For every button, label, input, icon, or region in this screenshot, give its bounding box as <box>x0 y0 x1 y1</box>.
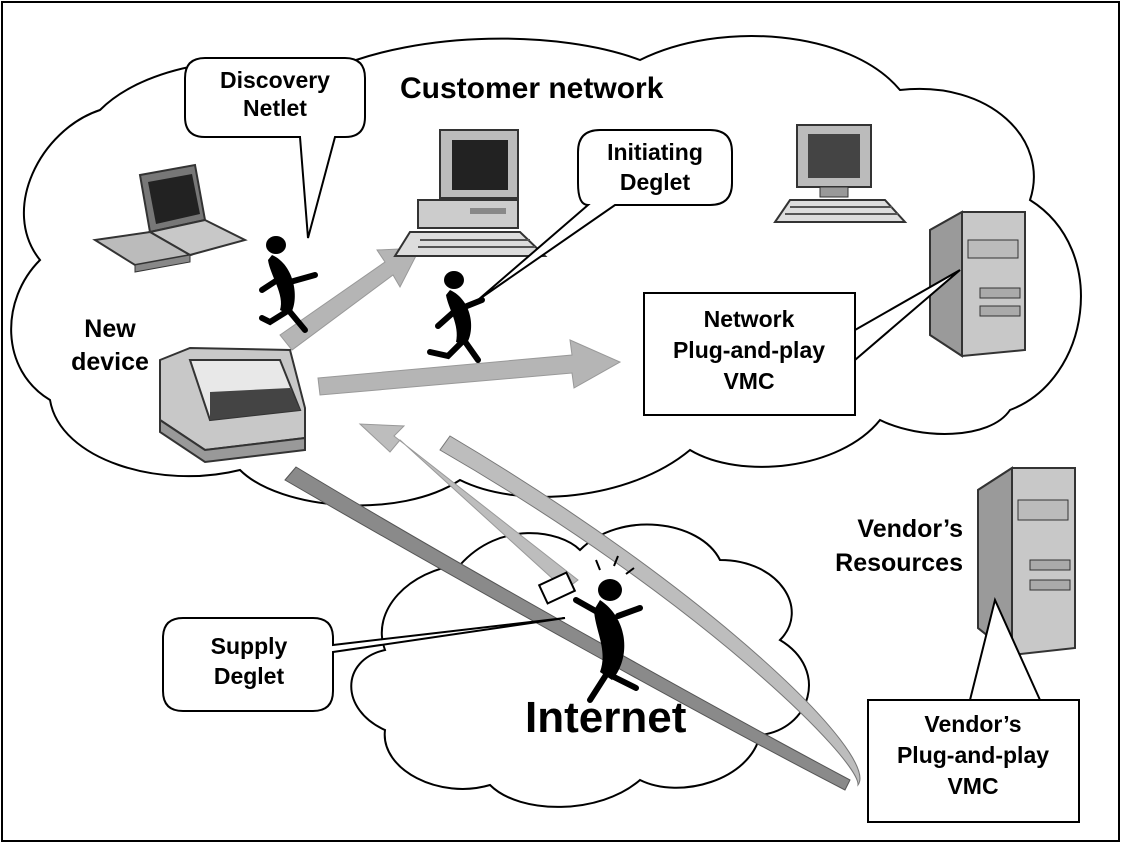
vendor-server-tower-icon <box>977 466 1076 658</box>
internet-loop-band <box>284 466 851 791</box>
new-device-printer-icon <box>159 346 306 464</box>
network-vmc-label-line3: VMC <box>723 368 774 394</box>
desktop-pc-right-icon <box>773 124 908 223</box>
initiating-deglet-label-line1: Initiating <box>607 139 703 165</box>
discovery-netlet-runner-icon <box>259 236 318 333</box>
new-device-label-line1: New <box>84 315 136 343</box>
desktop-pc-icon <box>393 129 548 257</box>
supply-deglet-label-line2: Deglet <box>214 663 285 689</box>
arrow-to-pc <box>279 247 421 351</box>
internet-loop-band-return <box>439 435 861 787</box>
initiating-deglet-runner-icon <box>427 271 485 363</box>
server-tower-icon <box>929 210 1026 358</box>
vendor-vmc-label-line2: Plug-and-play <box>897 742 1049 768</box>
initiating-deglet-label-line2: Deglet <box>620 169 691 195</box>
vendor-vmc-pointer <box>969 596 1041 701</box>
vendor-resources-label-line2: Resources <box>835 549 963 577</box>
supply-deglet-runner-icon <box>537 555 643 703</box>
network-vmc-label-line2: Plug-and-play <box>673 337 825 363</box>
vendor-vmc-label-line3: VMC <box>947 773 998 799</box>
new-device-label-line2: device <box>71 348 149 376</box>
internet-cloud <box>350 523 810 808</box>
customer-network-title: Customer network <box>400 72 664 105</box>
vendor-resources-label-line1: Vendor’s <box>857 515 963 543</box>
vendor-vmc-box <box>867 699 1080 823</box>
discovery-netlet-label-line2: Netlet <box>243 95 307 121</box>
discovery-netlet-label-line1: Discovery <box>220 67 330 93</box>
arrow-to-new-device <box>358 423 579 591</box>
network-vmc-label-line1: Network <box>704 306 795 332</box>
network-vmc-pointer <box>854 269 961 361</box>
supply-deglet-label-line1: Supply <box>211 633 288 659</box>
network-vmc-box <box>643 292 856 416</box>
supply-deglet-callout-bubble <box>162 617 566 712</box>
arrow-to-network-vmc <box>317 339 622 396</box>
vendor-vmc-label-line1: Vendor’s <box>924 711 1021 737</box>
laptop-icon <box>92 163 248 273</box>
internet-label: Internet <box>525 693 687 742</box>
discovery-netlet-callout-bubble <box>184 57 366 239</box>
initiating-deglet-callout-bubble <box>477 129 733 301</box>
